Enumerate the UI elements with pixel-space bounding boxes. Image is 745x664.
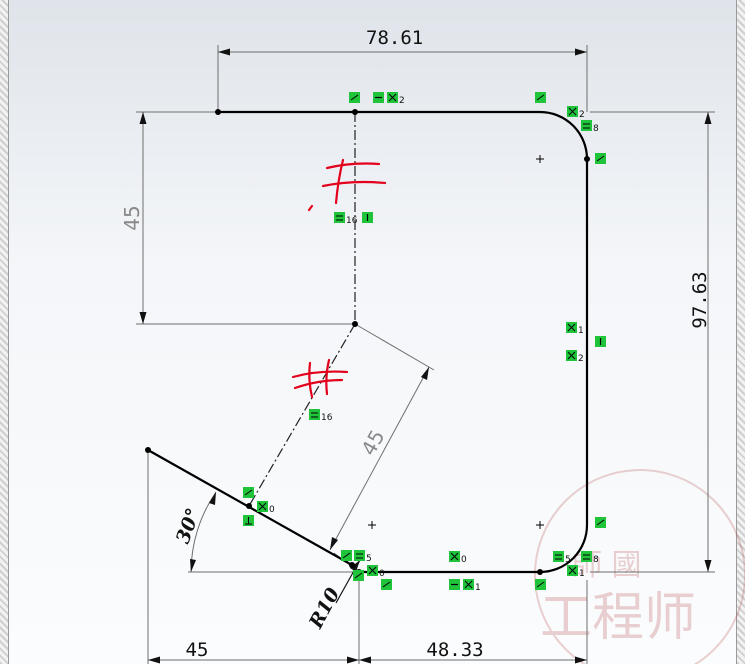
relation-count: 0 xyxy=(379,569,385,579)
relation-count: 2 xyxy=(399,96,405,106)
relation-horizontal-icon[interactable] xyxy=(373,92,384,103)
relation-tangent-icon[interactable] xyxy=(353,570,364,581)
relation-horizontal-icon[interactable] xyxy=(449,579,460,590)
left-frame-border xyxy=(0,0,9,664)
relation-coincident-icon[interactable]: 2 xyxy=(566,350,584,364)
relation-count: 5 xyxy=(366,554,372,564)
relation-equal-icon[interactable]: 8 xyxy=(581,551,599,565)
relation-vertical-icon[interactable] xyxy=(362,212,373,223)
dimension-top-width[interactable]: 78.61 xyxy=(366,27,423,49)
dimension-angle[interactable]: 30° xyxy=(172,505,205,546)
radius-leader xyxy=(335,559,361,604)
dimension-left-height[interactable]: 45 xyxy=(120,205,144,230)
relation-count: 5 xyxy=(565,555,571,565)
sketch-points[interactable] xyxy=(145,109,590,575)
relation-coincident-icon[interactable]: 1 xyxy=(463,579,481,593)
relation-coincident-icon[interactable]: 2 xyxy=(387,92,405,106)
relation-coincident-icon[interactable]: 0 xyxy=(257,501,275,515)
dimension-lines xyxy=(142,51,709,661)
relation-count: 16 xyxy=(321,413,333,423)
dimension-right-height[interactable]: 97.63 xyxy=(689,271,711,328)
relation-count: 1 xyxy=(578,326,584,336)
right-frame-border xyxy=(736,0,745,664)
relation-tangent-icon[interactable] xyxy=(381,579,392,590)
relation-equal-icon[interactable]: 5 xyxy=(354,550,372,564)
dimension-bottom-right[interactable]: 48.33 xyxy=(426,639,483,661)
relation-tangent-icon[interactable] xyxy=(595,153,606,164)
relation-count: 1 xyxy=(579,569,585,579)
relation-count: 16 xyxy=(346,216,358,226)
relation-vertical-icon[interactable] xyxy=(595,336,606,347)
relation-coincident-icon[interactable]: 0 xyxy=(367,565,385,579)
watermark-bottom-text: 工程师 xyxy=(540,588,696,648)
watermark: 師 國 工程师 xyxy=(534,469,745,664)
arc-center-marks xyxy=(368,155,544,529)
hand-drawn-parallel-marks xyxy=(291,158,387,399)
relation-count: 0 xyxy=(461,555,467,565)
relation-perpendicular-icon[interactable] xyxy=(243,515,254,526)
relation-count: 1 xyxy=(475,583,481,593)
relation-tangent-icon[interactable] xyxy=(595,517,606,528)
relation-count: 2 xyxy=(578,354,584,364)
relation-tangent-icon[interactable] xyxy=(535,579,546,590)
dimension-slant-length[interactable]: 45 xyxy=(356,426,389,460)
relation-count: 8 xyxy=(593,124,599,134)
relation-coincident-icon[interactable]: 1 xyxy=(566,322,584,336)
dimension-arrows xyxy=(139,48,712,664)
dimension-radius[interactable]: R10 xyxy=(305,584,345,633)
relation-count: 8 xyxy=(593,555,599,565)
relation-coincident-icon[interactable]: 2 xyxy=(567,106,585,120)
relation-tangent-icon[interactable] xyxy=(243,487,254,498)
relation-tangent-icon[interactable] xyxy=(349,92,360,103)
relation-count: 0 xyxy=(269,505,275,515)
dimension-bottom-left[interactable]: 45 xyxy=(186,639,209,661)
relation-tangent-icon[interactable] xyxy=(341,550,352,561)
construction-centerline xyxy=(248,112,356,507)
relation-equal-icon[interactable]: 5 xyxy=(553,551,571,565)
sketch-relations[interactable]: 2 2 8 16 1 2 16 0 5 0 0 1 5 8 1 xyxy=(243,92,606,593)
relation-coincident-icon[interactable]: 1 xyxy=(567,565,585,579)
relation-tangent-icon[interactable] xyxy=(535,92,546,103)
relation-count: 2 xyxy=(579,110,585,120)
relation-equal-icon[interactable]: 8 xyxy=(581,120,599,134)
relation-equal-icon[interactable]: 16 xyxy=(309,409,333,423)
relation-equal-icon[interactable]: 16 xyxy=(334,212,358,226)
relation-coincident-icon[interactable]: 0 xyxy=(449,551,467,565)
